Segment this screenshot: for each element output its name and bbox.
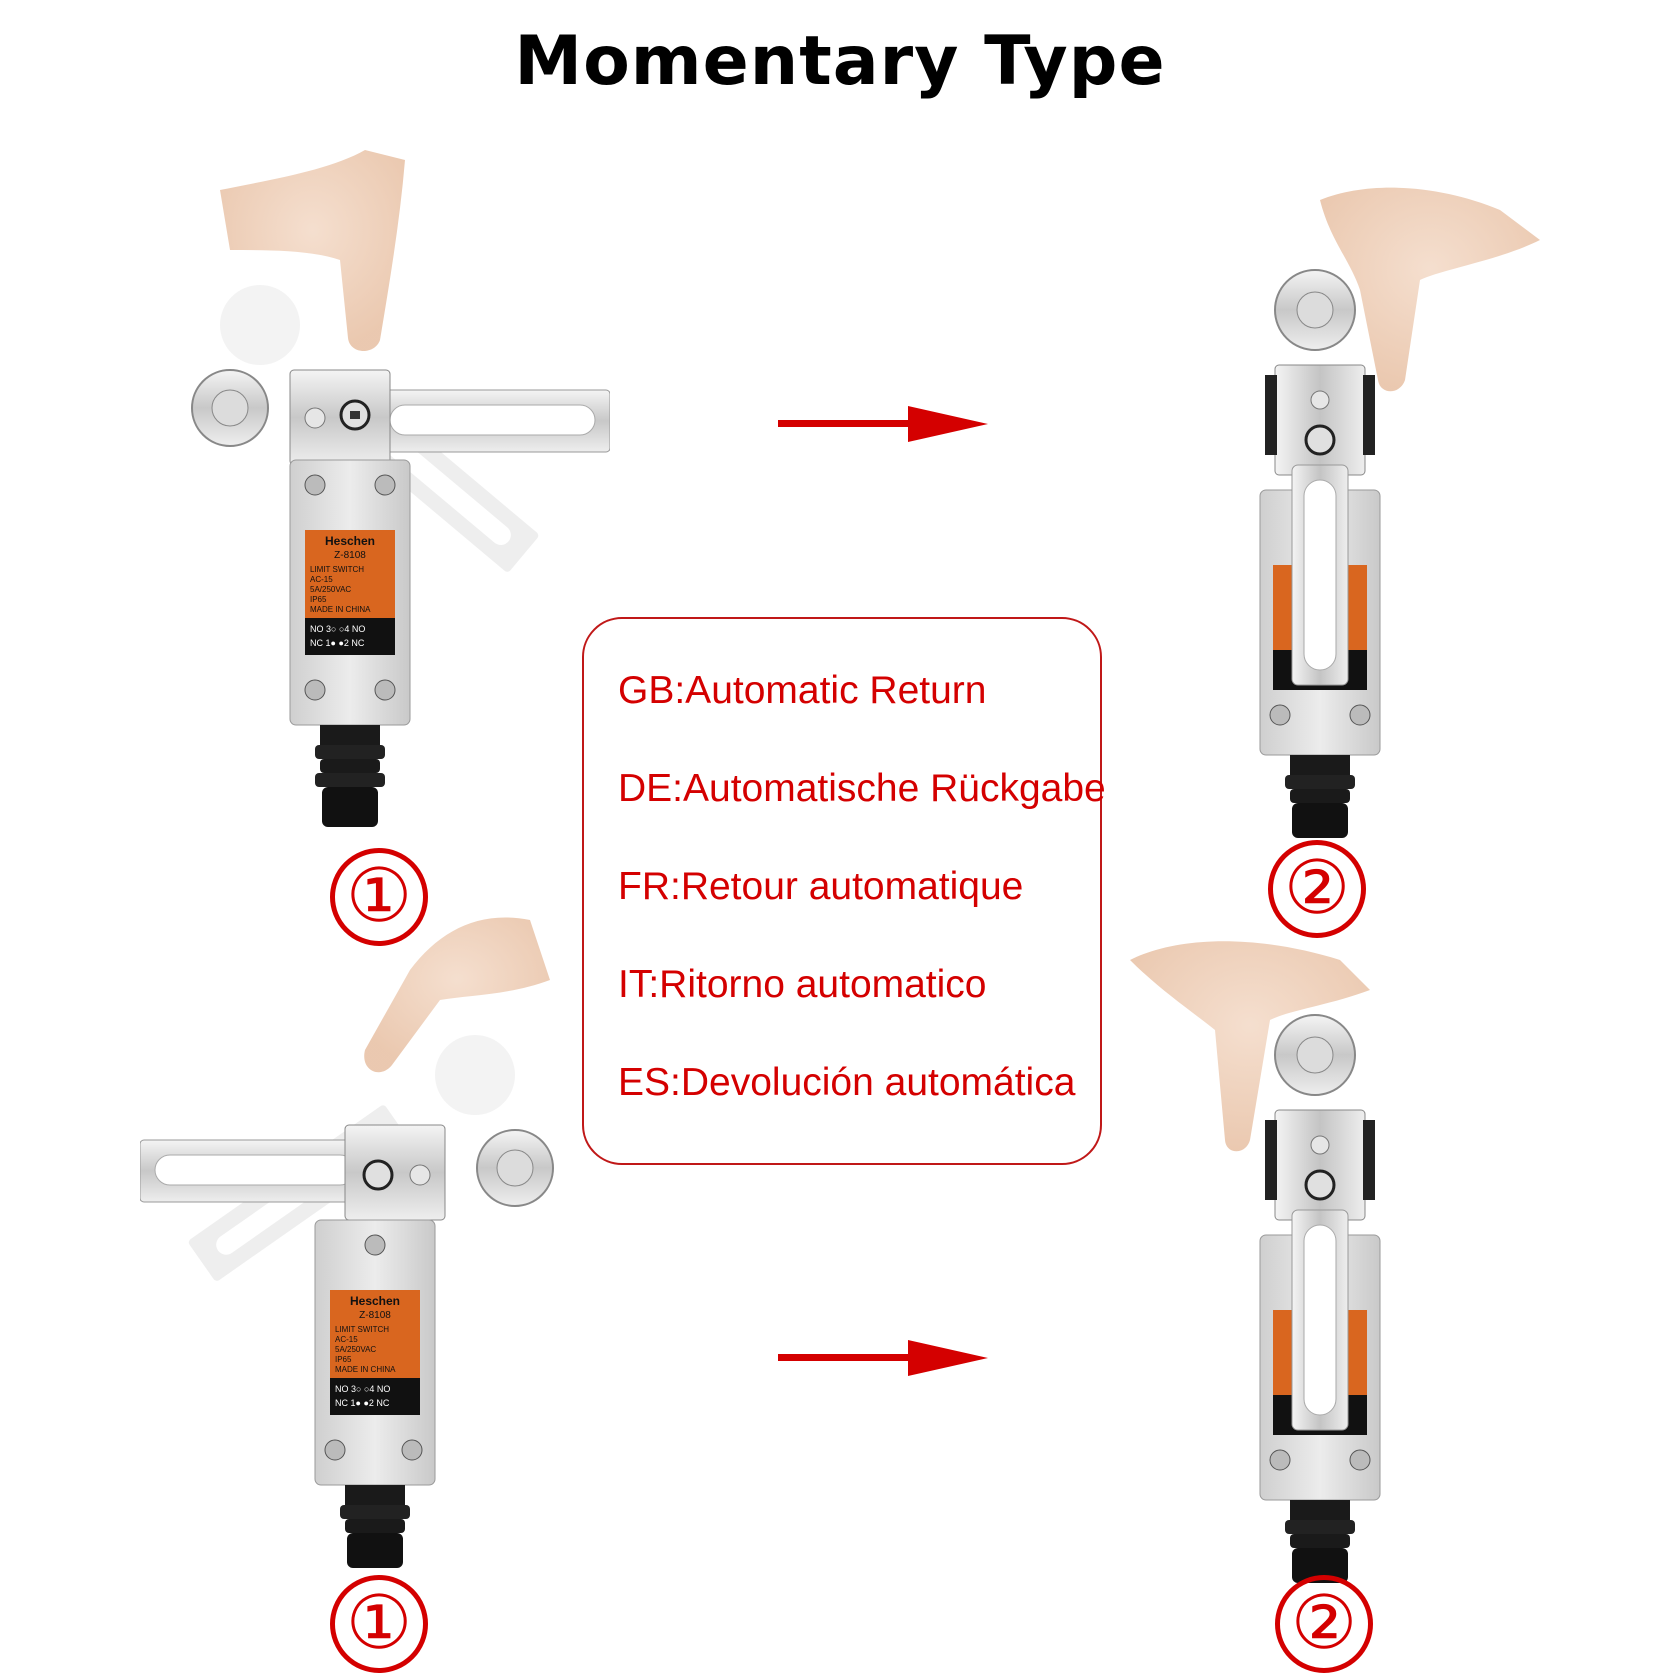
svg-text:NO 3○ ○4 NO: NO 3○ ○4 NO [310, 624, 365, 634]
svg-text:Heschen: Heschen [350, 1294, 400, 1308]
switch-top-right [1259, 187, 1540, 838]
step-two-marker-lower: ② [1275, 1575, 1373, 1673]
arrow-right-icon [778, 406, 988, 442]
info-line-fr: FR:Retour automatique [618, 865, 1024, 908]
svg-text:IP65: IP65 [310, 595, 327, 604]
step-one-marker-lower: ① [330, 1575, 428, 1673]
hand-illustration [1320, 187, 1540, 392]
step-two-marker: ② [1268, 840, 1366, 938]
svg-text:Z-8108: Z-8108 [334, 550, 366, 561]
switch-bottom-right [1130, 941, 1381, 1583]
hand-illustration [364, 917, 550, 1073]
svg-text:LIMIT SWITCH: LIMIT SWITCH [335, 1325, 389, 1334]
svg-text:Z-8108: Z-8108 [359, 1310, 391, 1321]
info-line-de: DE:Automatische Rückgabe [618, 767, 1106, 810]
info-box: GB:Automatic Return DE:Automatische Rück… [582, 617, 1106, 1165]
svg-text:NC 1● ●2 NC: NC 1● ●2 NC [335, 1398, 390, 1408]
info-line-gb: GB:Automatic Return [618, 669, 987, 712]
svg-text:Heschen: Heschen [325, 534, 375, 548]
svg-text:5A/250VAC: 5A/250VAC [310, 585, 351, 594]
svg-text:5A/250VAC: 5A/250VAC [335, 1345, 376, 1354]
arrow-right-icon [778, 1340, 988, 1376]
svg-text:AC-15: AC-15 [335, 1335, 358, 1344]
svg-text:AC-15: AC-15 [310, 575, 333, 584]
svg-text:NO 3○ ○4 NO: NO 3○ ○4 NO [335, 1384, 390, 1394]
info-line-es: ES:Devolución automática [618, 1061, 1076, 1104]
switch-bottom-left: Heschen Z-8108 LIMIT SWITCH AC-15 5A/250… [140, 917, 554, 1568]
step-one-marker: ① [330, 848, 428, 946]
svg-text:MADE IN CHINA: MADE IN CHINA [310, 605, 371, 614]
page-title: Momentary Type [514, 22, 1166, 101]
hand-illustration [1130, 941, 1370, 1152]
hand-illustration [220, 150, 405, 352]
switch-top-left: Heschen Z-8108 LIMIT SWITCH AC-15 5A/250… [191, 150, 610, 827]
svg-text:LIMIT SWITCH: LIMIT SWITCH [310, 565, 364, 574]
svg-text:MADE IN CHINA: MADE IN CHINA [335, 1365, 396, 1374]
svg-text:IP65: IP65 [335, 1355, 352, 1364]
info-line-it: IT:Ritorno automatico [618, 963, 987, 1006]
svg-text:NC 1● ●2 NC: NC 1● ●2 NC [310, 638, 365, 648]
